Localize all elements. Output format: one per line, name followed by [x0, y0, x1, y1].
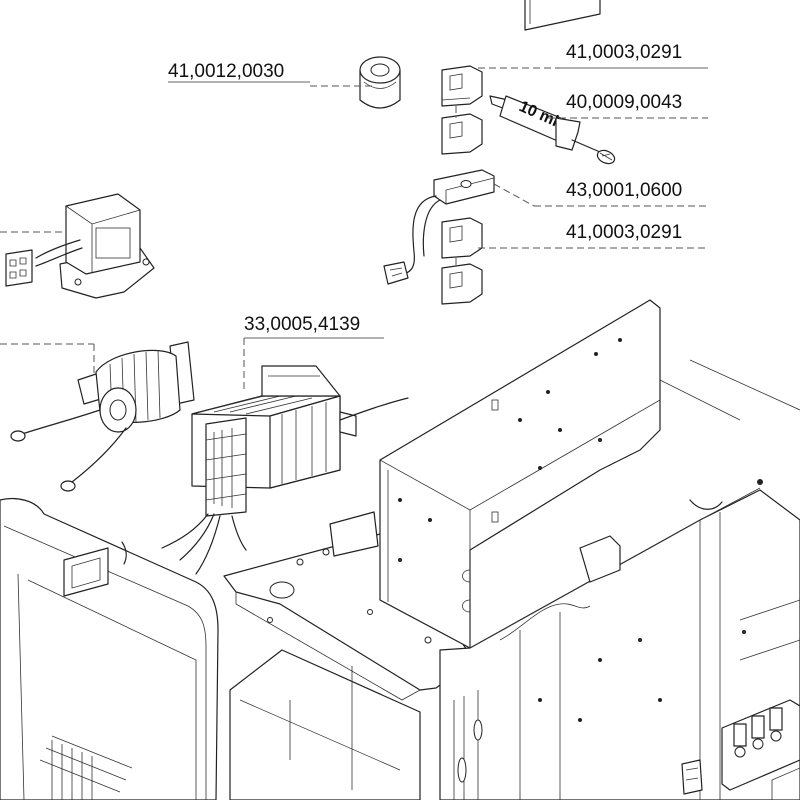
toroid-core: [359, 56, 401, 109]
thermal-switch-upper-callout: 41,0003,0291: [478, 42, 708, 69]
top-plate-fragment: [524, 0, 601, 31]
small-transformer: [0, 193, 155, 299]
toroid-core-part-number: 41,0012,0030: [168, 61, 284, 82]
terminal-block: [721, 699, 800, 800]
choke-coil: [0, 341, 195, 492]
thermal-switch-lower: [441, 217, 483, 305]
sensor-board-part-number: 43,0001,0600: [566, 180, 682, 201]
main-transformer-part-number: 33,0005,4139: [244, 314, 360, 335]
thermal-switch-lower-callout: 41,0003,0291: [478, 222, 708, 249]
thermal-switch-upper-part-number: 41,0003,0291: [566, 42, 682, 63]
thermal-switch-lower-part-number: 41,0003,0291: [566, 222, 682, 243]
front-housing: [0, 497, 219, 800]
sensor-board: [383, 169, 495, 285]
thermal-paste-syringe-callout: 40,0009,0043: [548, 92, 708, 119]
toroid-core-callout: 41,0012,0030: [168, 61, 372, 87]
vertical-partition-wall: [379, 299, 661, 649]
main-transformer: [161, 365, 409, 575]
thermal-paste-part-number: 40,0009,0043: [566, 92, 682, 113]
rear-chassis-frame: [439, 359, 800, 800]
thermal-switch-upper: [441, 65, 483, 155]
main-transformer-callout: 33,0005,4139: [243, 314, 384, 392]
small-connector: [681, 759, 703, 795]
sensor-board-callout: 43,0001,0600: [493, 180, 708, 207]
